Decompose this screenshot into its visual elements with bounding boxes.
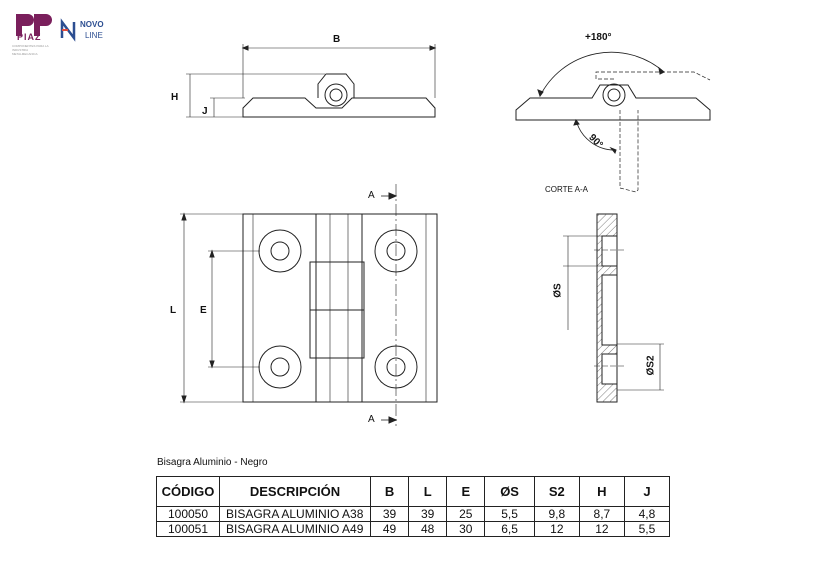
novo-logo-text-1: NOVO — [80, 20, 104, 29]
table-row: 100050 BISAGRA ALUMINIO A38 39 39 25 5,5… — [156, 506, 671, 522]
angle-180-label: +180° — [585, 32, 612, 43]
header-b: B — [369, 476, 410, 507]
header-h: H — [578, 476, 625, 507]
cell-l: 39 — [408, 506, 448, 522]
dim-b-label: B — [333, 34, 341, 45]
piaz-logo — [16, 14, 52, 36]
cell-descripcion: BISAGRA ALUMINIO A38 — [219, 506, 371, 522]
dim-e-label: E — [200, 305, 207, 316]
cell-codigo: 100051 — [156, 521, 220, 537]
header-j: J — [623, 476, 671, 507]
dim-j-label: J — [202, 106, 208, 117]
dim-l-label: L — [170, 305, 177, 316]
side-view-closed — [186, 44, 437, 118]
cell-e: 30 — [446, 521, 486, 537]
header-codigo: CÓDIGO — [156, 476, 220, 507]
cell-s2: 12 — [533, 521, 580, 537]
cell-b: 49 — [369, 521, 410, 537]
dim-h-label: H — [171, 92, 179, 103]
cell-codigo: 100050 — [156, 506, 220, 522]
cell-j: 4,8 — [623, 506, 671, 522]
section-marker-top: A — [368, 190, 375, 201]
novo-logo-text-2: LINE — [85, 31, 103, 40]
section-title: CORTE A-A — [545, 185, 588, 194]
header-l: L — [408, 476, 448, 507]
cell-s2: 9,8 — [533, 506, 580, 522]
cell-l: 48 — [408, 521, 448, 537]
cell-h: 12 — [578, 521, 625, 537]
table-header-row: CÓDIGO DESCRIPCIÓN B L E ØS S2 H J — [156, 476, 671, 507]
product-subtitle: Bisagra Aluminio - Negro — [157, 457, 268, 468]
header-e: E — [446, 476, 486, 507]
section-marker-bottom: A — [368, 414, 375, 425]
table-row: 100051 BISAGRA ALUMINIO A49 49 48 30 6,5… — [156, 521, 671, 537]
cell-s: 6,5 — [484, 521, 535, 537]
cell-h: 8,7 — [578, 506, 625, 522]
dim-s-label: ØS — [552, 283, 564, 298]
header-s2: S2 — [533, 476, 580, 507]
piaz-logo-text: PIAZ — [17, 32, 42, 42]
cell-e: 25 — [446, 506, 486, 522]
cell-j: 5,5 — [623, 521, 671, 537]
spec-table: CÓDIGO DESCRIPCIÓN B L E ØS S2 H J 10005… — [156, 476, 671, 537]
side-view-open — [515, 51, 711, 193]
cell-descripcion: BISAGRA ALUMINIO A49 — [219, 521, 371, 537]
front-view — [180, 184, 438, 426]
header-s: ØS — [484, 476, 535, 507]
section-view — [563, 213, 664, 403]
novo-line-logo — [60, 18, 76, 42]
cell-s: 5,5 — [484, 506, 535, 522]
cell-b: 39 — [369, 506, 410, 522]
header-descripcion: DESCRIPCIÓN — [219, 476, 371, 507]
piaz-logo-tagline: COMPONENTES PARA LA INDUSTRIA METALMECAN… — [12, 44, 49, 56]
dim-s2-label: ØS2 — [645, 355, 657, 376]
